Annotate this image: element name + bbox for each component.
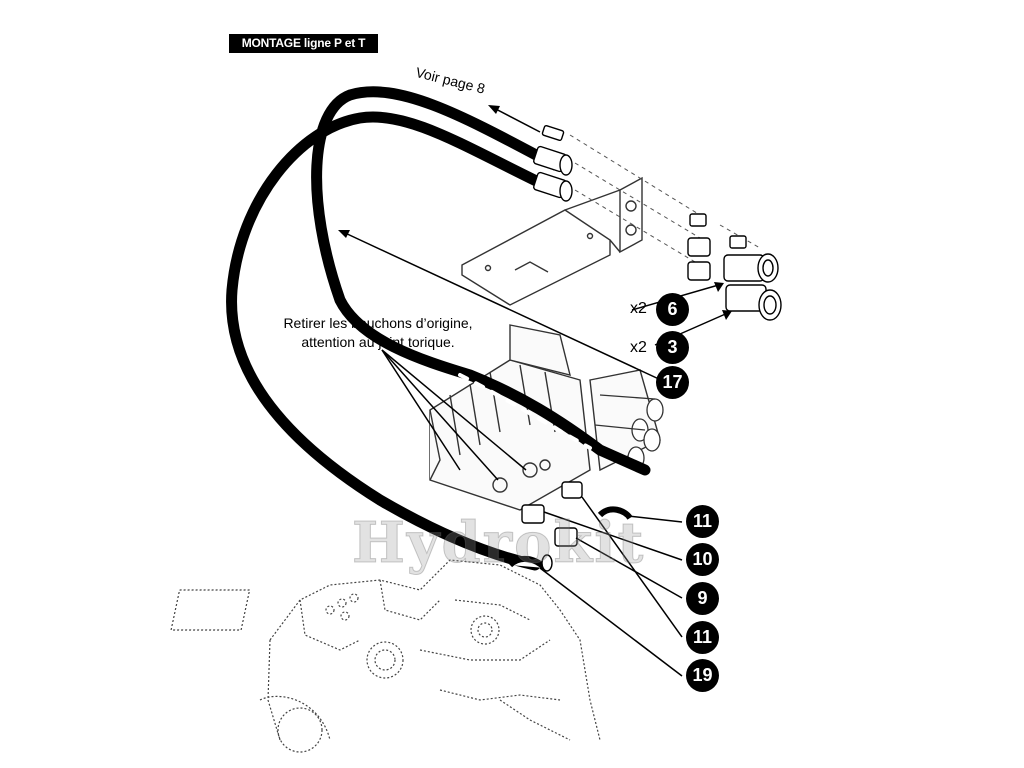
hydrokit-watermark: Hydrokit [351, 510, 646, 577]
engine-block [170, 559, 601, 753]
callout-10: 10 [686, 543, 719, 576]
mounting-bracket [461, 176, 643, 306]
hydraulic-hoses [226, 86, 651, 571]
instruction-note: Retirer les bouchons d’origine, attentio… [262, 314, 494, 352]
leader-arrows [342, 105, 731, 677]
callout-19: 19 [686, 659, 719, 692]
callout-11-upper: 11 [686, 505, 719, 538]
page-title: MONTAGE ligne P et T [229, 34, 378, 53]
quantity-x2-part-6: x2 [630, 300, 647, 317]
callout-6: 6 [656, 293, 689, 326]
arrow-heads [338, 105, 732, 320]
callout-11-lower: 11 [686, 621, 719, 654]
instruction-note-line-1: Retirer les bouchons d’origine, [283, 315, 473, 331]
guide-lines [569, 134, 761, 266]
callout-9: 9 [686, 582, 719, 615]
callout-3: 3 [656, 331, 689, 364]
quantity-x2-part-3: x2 [630, 339, 647, 356]
coupler-parts [687, 213, 782, 321]
hose-fittings [533, 124, 573, 202]
instruction-note-line-2: attention au joint torique. [301, 334, 455, 350]
callout-17: 17 [656, 366, 689, 399]
